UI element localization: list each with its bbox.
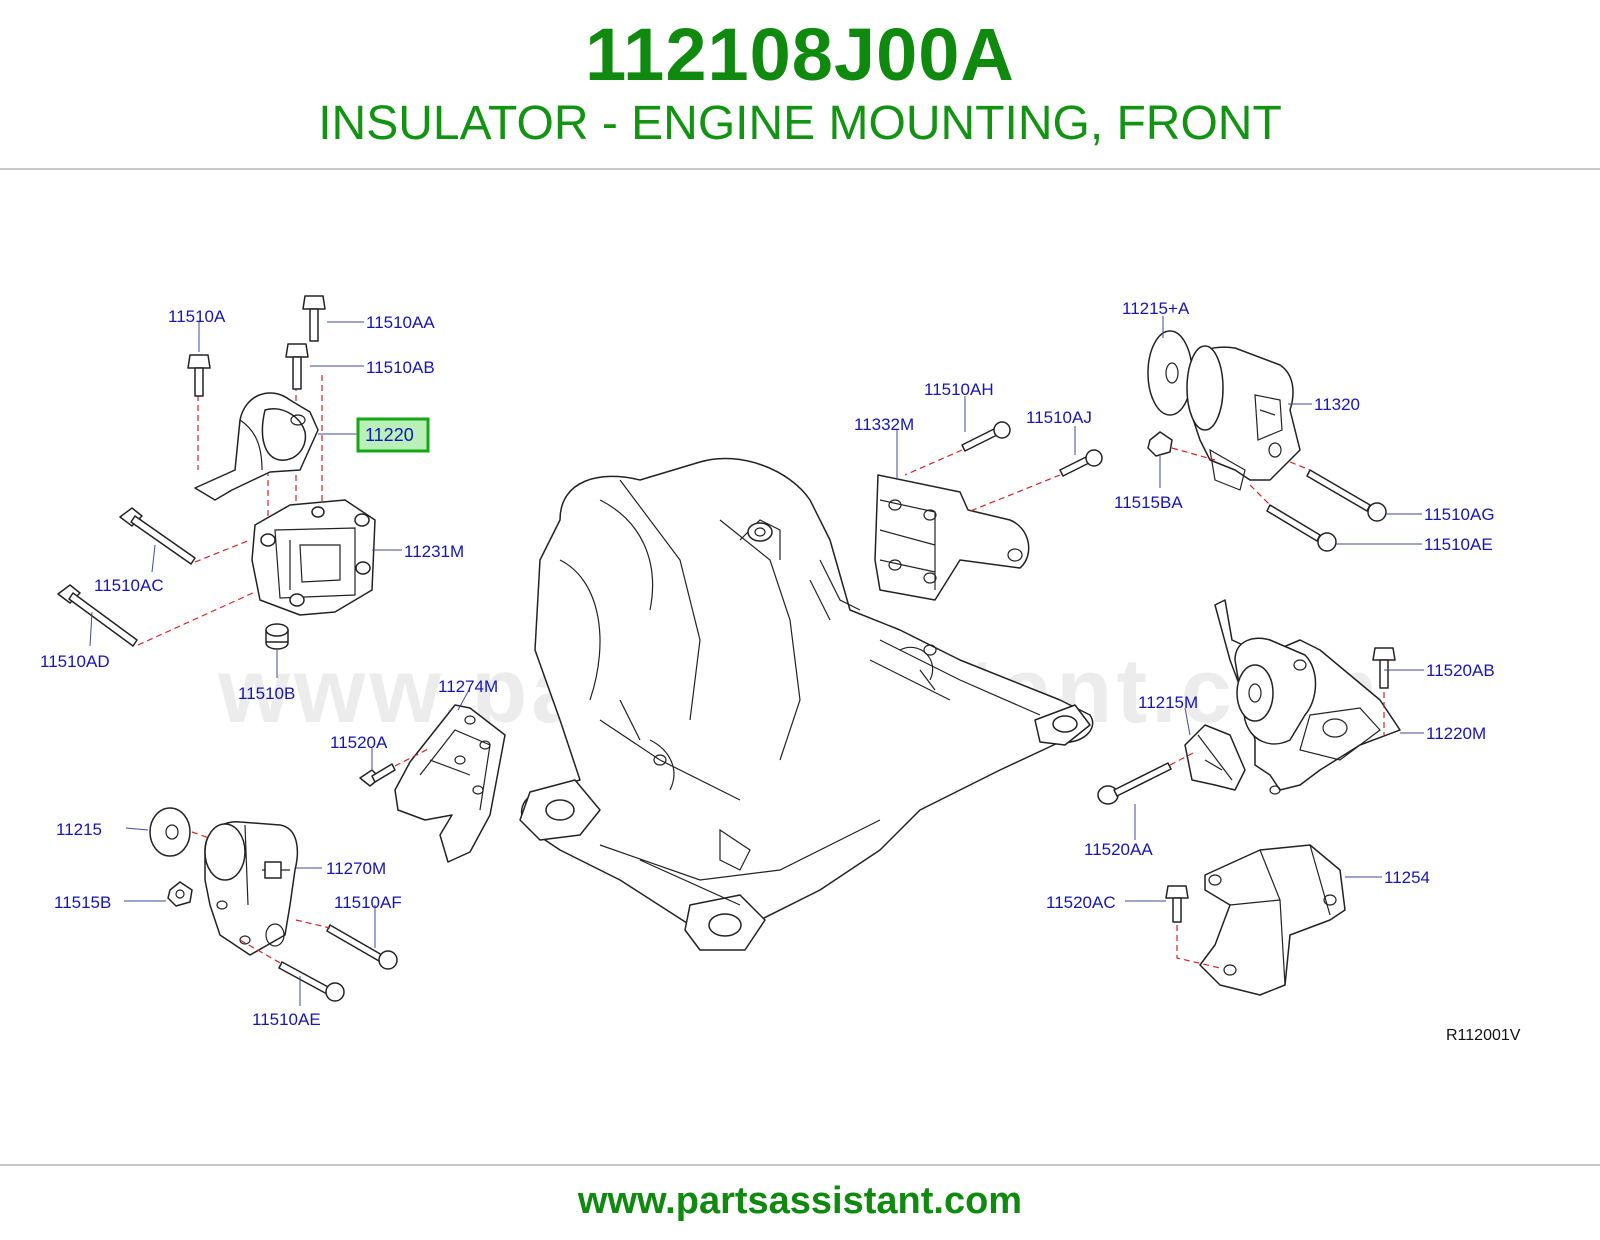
callout-11510af[interactable]: 11510AF xyxy=(334,893,402,912)
callout-11220-highlighted[interactable]: 11220 xyxy=(365,425,414,445)
mount-11220m-group xyxy=(1097,599,1401,805)
bolt-11510ab xyxy=(285,343,309,390)
callout-labels: 11510A 11510AA 11510AB 11220 11231M 1151… xyxy=(40,299,1495,1029)
nut-11515ba xyxy=(1147,431,1173,457)
header-divider xyxy=(0,168,1600,170)
bracket-11274m xyxy=(394,704,506,863)
nut-11510b xyxy=(265,623,289,650)
callout-11510ag[interactable]: 11510AG xyxy=(1424,505,1495,524)
rear-mount-group xyxy=(149,807,398,1002)
bracket-11254-group xyxy=(1165,844,1346,996)
callout-11510ae-left[interactable]: 11510AE xyxy=(252,1010,321,1029)
bolt-11510ae-right xyxy=(1266,504,1337,552)
leader-lines xyxy=(89,316,1424,1006)
callout-11510ae-right[interactable]: 11510AE xyxy=(1424,535,1493,554)
insulator-11270m xyxy=(204,821,299,956)
bolt-11520aa xyxy=(1097,762,1172,805)
footer-divider xyxy=(0,1164,1600,1166)
nut-11515b xyxy=(167,881,193,907)
washer-11215-plus-a xyxy=(1147,330,1193,416)
callout-11220m[interactable]: 11220M xyxy=(1426,724,1486,743)
bolt-11510ag xyxy=(1306,469,1387,522)
bolt-11520a xyxy=(359,763,396,787)
callout-11510aa[interactable]: 11510AA xyxy=(366,313,435,332)
callout-11520ac[interactable]: 11520AC xyxy=(1046,893,1116,912)
bolt-11510ad xyxy=(57,584,138,647)
bolt-11510aa xyxy=(302,295,326,342)
bracket-11231m xyxy=(251,499,376,616)
bolt-11520ac xyxy=(1165,885,1189,923)
front-mount-group xyxy=(57,295,506,863)
bracket-11332m-group xyxy=(874,421,1103,601)
part-description: INSULATOR - ENGINE MOUNTING, FRONT xyxy=(318,97,1282,150)
callout-11520a[interactable]: 11520A xyxy=(330,733,388,752)
callout-11510ah[interactable]: 11510AH xyxy=(924,380,994,399)
bolt-11520ab xyxy=(1372,647,1396,689)
callout-11510ab[interactable]: 11510AB xyxy=(366,358,435,377)
header: 112108J00A INSULATOR - ENGINE MOUNTING, … xyxy=(0,0,1600,168)
callout-11515ba[interactable]: 11515BA xyxy=(1114,493,1183,512)
footer-website-link[interactable]: www.partsassistant.com xyxy=(577,1180,1023,1222)
bolt-11510ac xyxy=(119,507,196,565)
mount-11320-group xyxy=(1147,330,1387,552)
callout-11510b[interactable]: 11510B xyxy=(238,684,295,703)
callout-11215[interactable]: 11215 xyxy=(56,820,102,839)
bolt-11510a xyxy=(187,354,211,397)
callout-11510a[interactable]: 11510A xyxy=(168,307,226,326)
callout-11520aa[interactable]: 11520AA xyxy=(1084,840,1153,859)
part-number-title: 112108J00A xyxy=(585,13,1015,96)
bracket-11215m xyxy=(1184,724,1246,791)
callout-11320[interactable]: 11320 xyxy=(1314,395,1360,414)
callout-11510ad[interactable]: 11510AD xyxy=(40,652,110,671)
callout-11215m[interactable]: 11215M xyxy=(1138,693,1198,712)
callout-11515b[interactable]: 11515B xyxy=(54,893,111,912)
callout-11254[interactable]: 11254 xyxy=(1384,868,1430,887)
bolt-11510ae-left xyxy=(278,961,345,1002)
callout-11270m[interactable]: 11270M xyxy=(326,859,386,878)
highlighted-part-box[interactable] xyxy=(356,417,430,453)
callout-11274m[interactable]: 11274M xyxy=(438,677,498,696)
engine-subframe-assembly xyxy=(519,457,1094,951)
callout-11332m[interactable]: 11332M xyxy=(854,415,914,434)
callout-11510ac[interactable]: 11510AC xyxy=(94,576,164,595)
insulator-11220 xyxy=(194,392,319,501)
bolt-11510ah xyxy=(961,421,1011,452)
callout-11510aj[interactable]: 11510AJ xyxy=(1026,408,1092,427)
bolt-11510af xyxy=(326,924,398,970)
callout-11520ab[interactable]: 11520AB xyxy=(1426,661,1495,680)
washer-11215 xyxy=(149,807,191,857)
callout-11215-plus-a[interactable]: 11215+A xyxy=(1122,299,1190,318)
insulator-11320 xyxy=(1186,345,1301,491)
bolt-11510aj xyxy=(1059,449,1103,477)
callout-11231m[interactable]: 11231M xyxy=(404,542,464,561)
diagram-reference-code: R112001V xyxy=(1446,1027,1521,1044)
